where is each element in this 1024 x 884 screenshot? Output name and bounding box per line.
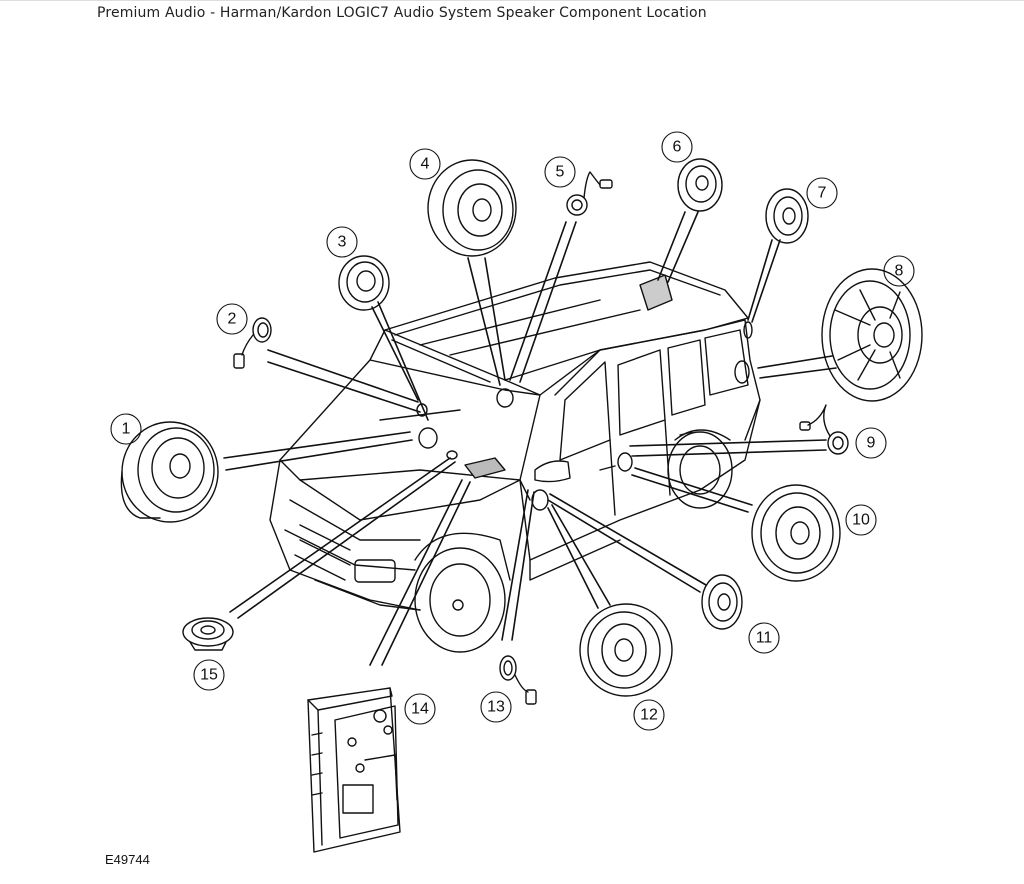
speaker-12-woofer (579, 603, 673, 697)
callout-label-3: 3 (338, 234, 347, 251)
callout-labels: 1 2 3 4 5 6 7 8 9 10 11 12 13 14 15 (122, 139, 904, 724)
speaker-10-woofer (751, 484, 841, 582)
callout-label-13: 13 (487, 699, 505, 716)
callout-label-7: 7 (818, 185, 827, 202)
speaker-15-midrange (182, 617, 234, 651)
speaker-2-tweeter (233, 317, 272, 369)
speaker-6-midrange (677, 158, 723, 212)
speaker-1-woofer (120, 421, 219, 523)
callout-label-15: 15 (200, 667, 218, 684)
speaker-3-midrange (338, 255, 390, 311)
callout-label-1: 1 (122, 421, 131, 438)
callout-label-4: 4 (421, 156, 430, 173)
component-14-amplifier (307, 687, 401, 853)
speaker-4-woofer (427, 159, 517, 257)
callout-label-2: 2 (228, 311, 237, 328)
callout-label-12: 12 (640, 707, 658, 724)
callout-label-6: 6 (673, 139, 682, 156)
vehicle-illustration (269, 261, 761, 653)
callout-label-8: 8 (895, 263, 904, 280)
figure-code: E49744 (105, 852, 150, 867)
callout-label-9: 9 (867, 435, 876, 452)
callout-label-10: 10 (852, 512, 870, 529)
page-title: Premium Audio - Harman/Kardon LOGIC7 Aud… (97, 5, 707, 21)
speaker-5-tweeter (566, 171, 613, 216)
top-rule (0, 0, 1024, 1)
callout-label-5: 5 (556, 164, 565, 181)
speaker-7-midrange (765, 188, 809, 244)
callout-circles (110, 131, 915, 731)
speaker-8-subwoofer (821, 268, 923, 402)
callout-label-11: 11 (756, 630, 773, 647)
speaker-11-midrange (701, 574, 743, 630)
speaker-9-tweeter (799, 404, 849, 455)
callout-label-14: 14 (411, 701, 429, 718)
leader-lines (223, 211, 837, 666)
speaker-13-tweeter (499, 655, 537, 705)
